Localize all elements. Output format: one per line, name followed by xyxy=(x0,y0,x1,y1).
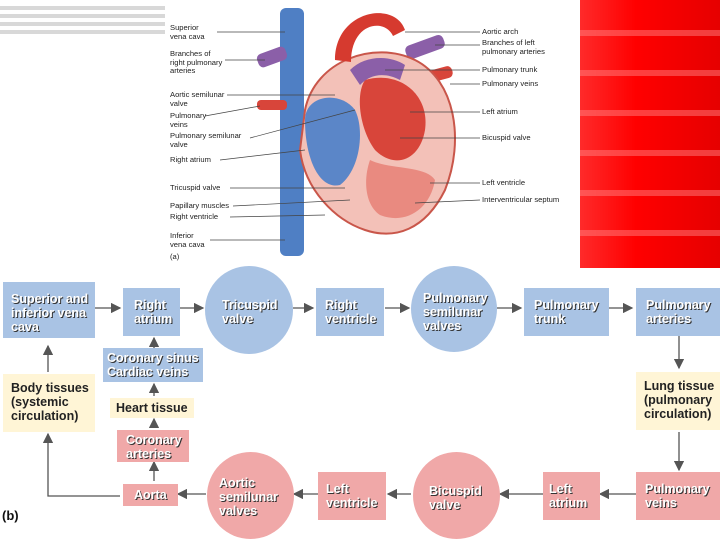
label-inferior-vena-cava: Inferior vena cava xyxy=(170,231,205,249)
node-pulmonary-veins: Pulmonary veins xyxy=(636,472,720,520)
heart-illustration xyxy=(204,8,481,256)
left-pulmonary-artery-shape xyxy=(405,34,445,60)
red-background-panel xyxy=(580,0,720,268)
node-pulmonary-arteries: Pulmonary arteries xyxy=(636,288,720,336)
node-aortic-semilunar-valves-circle xyxy=(207,452,294,539)
heart-illustration-panel xyxy=(165,0,580,266)
node-body-tissues: Body tissues (systemic circulation) xyxy=(3,374,95,432)
vena-cava-shape xyxy=(280,8,304,256)
node-bicuspid-valve-circle xyxy=(413,452,500,539)
node-pulmonary-trunk: Pulmonary trunk xyxy=(524,288,609,336)
pulmonary-trunk-shape xyxy=(350,58,405,85)
label-tricuspid-valve: Tricuspid valve xyxy=(170,183,221,192)
node-pulmonary-semilunar-valves: Pulmonary semilunar valves xyxy=(423,291,488,333)
label-pulmonary-veins-right: Pulmonary veins xyxy=(482,79,539,88)
label-interventricular-septum: Interventricular septum xyxy=(482,195,560,204)
node-aorta: Aorta xyxy=(123,484,178,506)
node-left-ventricle: Left ventricle xyxy=(318,472,386,520)
node-left-atrium: Left atrium xyxy=(543,472,600,520)
label-pulmonary-veins-left: Pulmonary veins xyxy=(170,111,207,129)
node-coronary-sinus-cardiac-veins: Coronary sinus Cardiac veins xyxy=(103,348,203,382)
node-tricuspid-valve: Tricuspid valve xyxy=(222,298,278,326)
node-aortic-semilunar-valves: Aortic semilunar valves xyxy=(219,476,279,518)
node-heart-tissue: Heart tissue xyxy=(110,398,194,418)
label-aortic-arch: Aortic arch xyxy=(482,27,519,36)
label-aortic-semilunar-valve: Aortic semilunar valve xyxy=(170,90,225,108)
aortic-arch-shape xyxy=(335,13,405,62)
node-pulmonary-semilunar-valves-circle xyxy=(411,266,497,352)
right-pulmonary-artery-shape xyxy=(256,46,288,68)
label-superior-vena-cava: Superior vena cava xyxy=(170,23,205,41)
label-left-atrium: Left atrium xyxy=(482,107,518,116)
label-right-atrium: Right atrium xyxy=(170,155,211,164)
node-bicuspid-valve: Bicuspid valve xyxy=(429,484,482,512)
figure-a-panel-label: (a) xyxy=(170,252,180,261)
node-tricuspid-valve-circle xyxy=(205,266,293,354)
label-right-pulmonary-arteries: Branches of right pulmonary arteries xyxy=(170,49,223,75)
node-coronary-arteries: Coronary arteries xyxy=(117,430,189,462)
label-left-pulmonary-arteries: Branches of left pulmonary arteries xyxy=(482,38,545,56)
leader-lines-right xyxy=(385,31,481,204)
node-right-ventricle: Right ventricle xyxy=(316,288,384,336)
leader-lines-left xyxy=(204,31,356,241)
node-superior-inferior-vena-cava: Superior and inferior vena cava xyxy=(3,282,95,338)
node-lung-tissue: Lung tissue (pulmonary circulation) xyxy=(636,372,720,430)
label-bicuspid-valve: Bicuspid valve xyxy=(482,133,531,142)
label-pulmonary-trunk: Pulmonary trunk xyxy=(482,65,538,74)
label-left-ventricle: Left ventricle xyxy=(482,178,526,187)
node-right-atrium: Right atrium xyxy=(123,288,180,336)
right-pulmonary-vein-shape xyxy=(257,100,287,110)
left-ventricle-shape xyxy=(366,160,435,219)
label-pulmonary-semilunar-valve: Pulmonary semilunar valve xyxy=(170,131,242,149)
figure-b-panel-label: (b) xyxy=(2,508,19,523)
label-papillary-muscles: Papillary muscles xyxy=(170,201,230,210)
label-right-ventricle: Right ventricle xyxy=(170,212,219,221)
left-atrium-shape xyxy=(359,77,426,161)
decorative-lines xyxy=(0,0,165,40)
